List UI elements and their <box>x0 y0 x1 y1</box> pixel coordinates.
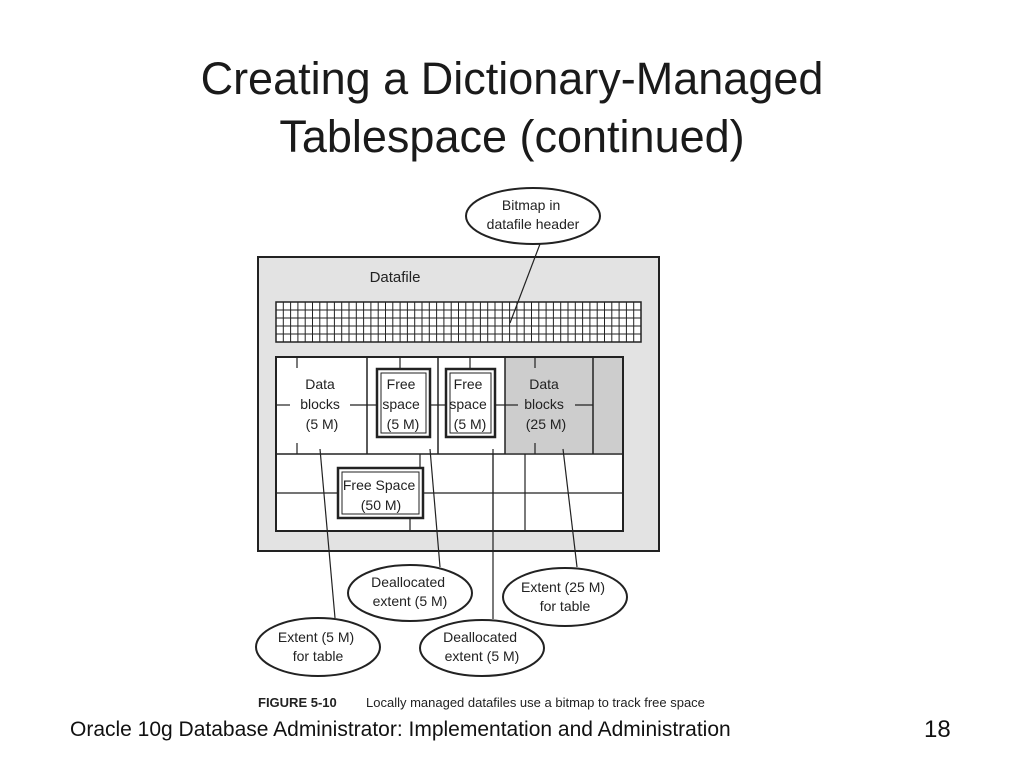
block-region <box>275 356 624 532</box>
callout-dealloc-1 <box>347 564 473 622</box>
page-number: 18 <box>924 716 951 743</box>
free-space-box-b <box>444 367 497 439</box>
data-blocks-25m-area <box>505 358 622 453</box>
callout-bitmap <box>465 187 601 245</box>
free-space-50m-label: Free Space (50 M) <box>343 477 419 513</box>
callout-extent-25m-text: Extent (25 M) for table <box>521 579 609 614</box>
callout-bitmap-text: Bitmap in datafile header <box>487 197 580 232</box>
title-line-1: Creating a Dictionary-Managed <box>200 53 824 104</box>
figure-caption-label: FIGURE 5-10 <box>258 695 337 710</box>
callout-extent-25m <box>502 567 628 627</box>
free-space-a-label: Free space (5 M) <box>382 376 423 432</box>
figure-caption-text: Locally managed datafiles use a bitmap t… <box>366 695 705 710</box>
callout-dealloc-2-text: Deallocated extent (5 M) <box>443 629 521 664</box>
slide-footer: Oracle 10g Database Administrator: Imple… <box>70 718 731 741</box>
leader-extent-25m <box>562 448 578 568</box>
data-blocks-25m-label: Data blocks (25 M) <box>524 376 568 432</box>
free-space-50m-box <box>336 466 425 520</box>
callout-extent-5m <box>255 617 381 677</box>
data-blocks-5m-label: Data blocks (5 M) <box>300 376 344 432</box>
free-space-b-label: Free space (5 M) <box>449 376 490 432</box>
free-space-box-a <box>375 367 432 439</box>
page-title: Creating a Dictionary-Managed Tablespace… <box>0 50 1024 166</box>
datafile-label: Datafile <box>370 269 421 286</box>
bitmap-header <box>275 301 642 343</box>
leader-bitmap <box>509 243 541 324</box>
title-line-2: Tablespace (continued) <box>279 111 745 162</box>
callout-dealloc-1-text: Deallocated extent (5 M) <box>371 574 449 609</box>
leader-extent-5m <box>319 448 336 619</box>
leader-dealloc-1 <box>429 448 441 568</box>
callout-extent-5m-text: Extent (5 M) for table <box>278 629 358 664</box>
callout-dealloc-2 <box>419 619 545 677</box>
